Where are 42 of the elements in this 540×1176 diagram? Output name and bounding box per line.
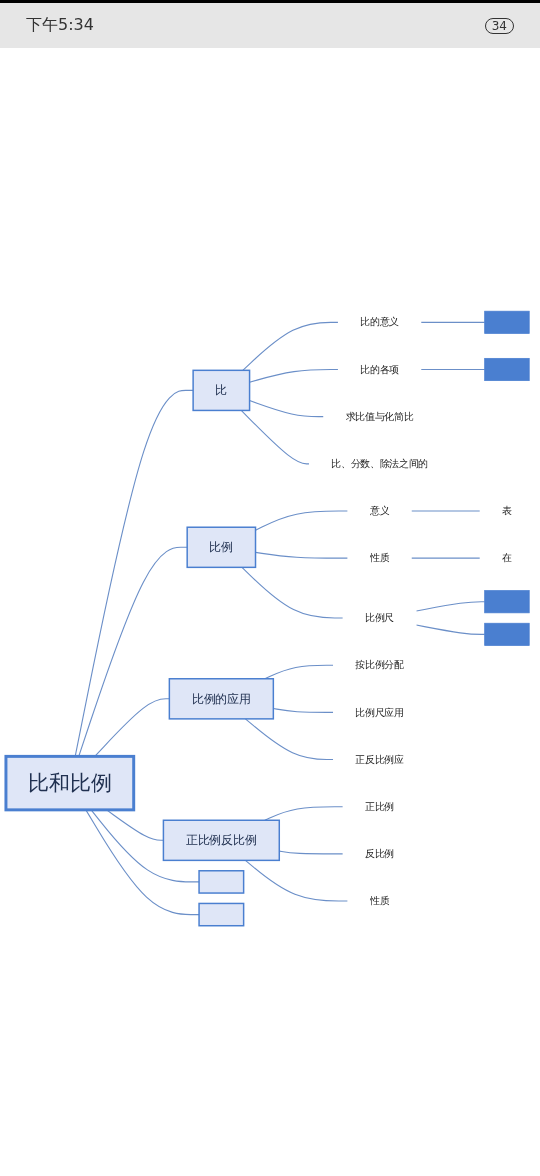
node-box: 比例	[186, 526, 257, 569]
node-text: 表	[502, 505, 512, 517]
connector	[241, 566, 344, 619]
connector	[420, 321, 486, 324]
node-text: 比例尺	[365, 612, 395, 624]
connector	[415, 601, 486, 612]
node-text: 正比例	[365, 801, 395, 813]
node-box: 比	[192, 369, 251, 412]
connector	[249, 369, 339, 383]
node-text: 性质	[369, 552, 390, 564]
connector	[249, 400, 325, 418]
node-text: 比例尺应用	[355, 706, 404, 718]
node-text: 意义	[369, 505, 390, 517]
node-text: 反比例	[365, 848, 395, 860]
connector	[410, 557, 481, 559]
node-text: 按比例分配	[355, 659, 404, 671]
node-text: 在	[502, 552, 512, 564]
connector	[240, 410, 310, 465]
node-box: 正比例反比例	[162, 819, 281, 862]
node-text: 求比值与化简比	[345, 411, 414, 423]
connector	[415, 624, 486, 636]
connector	[420, 369, 486, 371]
connector	[244, 859, 349, 902]
connector	[242, 321, 339, 372]
node-text: 比的各项	[360, 363, 399, 376]
connector	[410, 510, 481, 512]
node-text: 比、分数、除法之间的	[331, 458, 428, 470]
node-box	[198, 870, 245, 894]
node-text: 性质	[369, 895, 390, 907]
connector	[264, 806, 344, 821]
node-text: 正反比例应	[355, 753, 404, 766]
node-bar	[484, 623, 530, 647]
node-bar	[484, 358, 530, 382]
node-text: 比的意义	[360, 316, 399, 328]
node-bar	[484, 310, 530, 334]
node-box: 比和比例	[4, 755, 136, 812]
connector	[244, 718, 334, 761]
node-box: 比例的应用	[168, 678, 275, 720]
node-box	[198, 902, 245, 927]
node-bar	[484, 590, 530, 614]
connector	[264, 664, 334, 680]
status-time: 下午5:34	[26, 15, 94, 36]
